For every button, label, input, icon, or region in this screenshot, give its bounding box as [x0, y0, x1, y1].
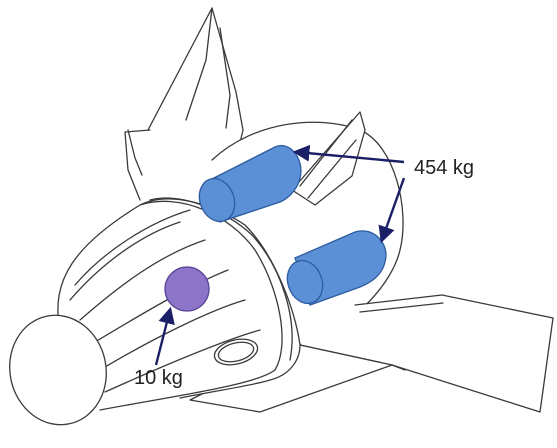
upper-tank [198, 144, 302, 223]
right-fin [291, 111, 366, 206]
arrow-to-upper-tank [292, 144, 405, 164]
lower-tank [286, 230, 387, 306]
nose-end-cap [9, 314, 107, 426]
small-mass-sphere [164, 266, 210, 312]
arrow-to-lower-tank [378, 177, 406, 244]
arrow-to-sphere [154, 306, 175, 366]
small-mass-label: 10 kg [134, 367, 183, 389]
hatch-window [213, 338, 259, 366]
large-mass-label: 454 kg [414, 157, 475, 179]
